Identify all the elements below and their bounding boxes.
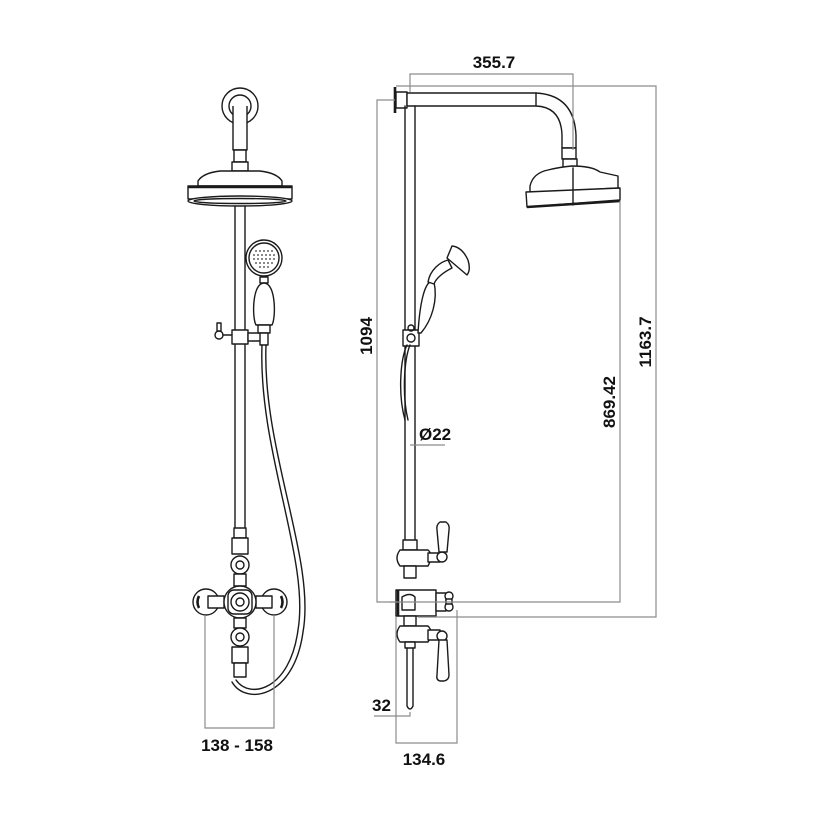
front-view: 138 - 158 bbox=[187, 87, 306, 755]
dimension-label-valve-centres: 138 - 158 bbox=[201, 736, 273, 755]
hand-shower-nozzles bbox=[253, 250, 275, 268]
dimension-label-valve-depth: 134.6 bbox=[403, 750, 446, 769]
dimension-label-valve-to-head: 869.42 bbox=[600, 376, 619, 428]
dimension-label-riser-height: 1094 bbox=[357, 317, 376, 355]
dimension-valve-depth: 134.6 bbox=[395, 610, 458, 769]
slider-knob-icon bbox=[214, 322, 233, 340]
dimension-arm-projection: 355.7 bbox=[409, 53, 574, 150]
thermostatic-valve-front bbox=[192, 527, 288, 678]
thermostatic-valve-side bbox=[395, 521, 454, 710]
dimension-overall-height: 1163.7 bbox=[396, 85, 657, 618]
dimension-label-overall-height: 1163.7 bbox=[636, 316, 655, 367]
shower-head-side bbox=[525, 165, 621, 209]
dimension-label-rail-diameter: Ø22 bbox=[419, 425, 451, 444]
hand-shower-front bbox=[245, 239, 283, 346]
dimension-label-outlet-width: 32 bbox=[372, 696, 391, 715]
dimension-valve-to-head: 869.42 bbox=[390, 201, 621, 603]
shower-hose bbox=[231, 344, 306, 696]
dimension-outlet-width: 32 bbox=[372, 696, 411, 717]
dimension-rail-diameter: Ø22 bbox=[410, 425, 451, 446]
shower-head-front bbox=[187, 170, 293, 207]
dimension-label-arm-projection: 355.7 bbox=[473, 53, 516, 72]
dimension-riser-height: 1094 bbox=[357, 99, 395, 603]
dimension-valve-centres: 138 - 158 bbox=[201, 615, 275, 755]
side-view: 355.7 1163.7 869.42 1094 Ø22 32 134.6 bbox=[357, 53, 657, 769]
hand-shower-side bbox=[417, 245, 470, 334]
